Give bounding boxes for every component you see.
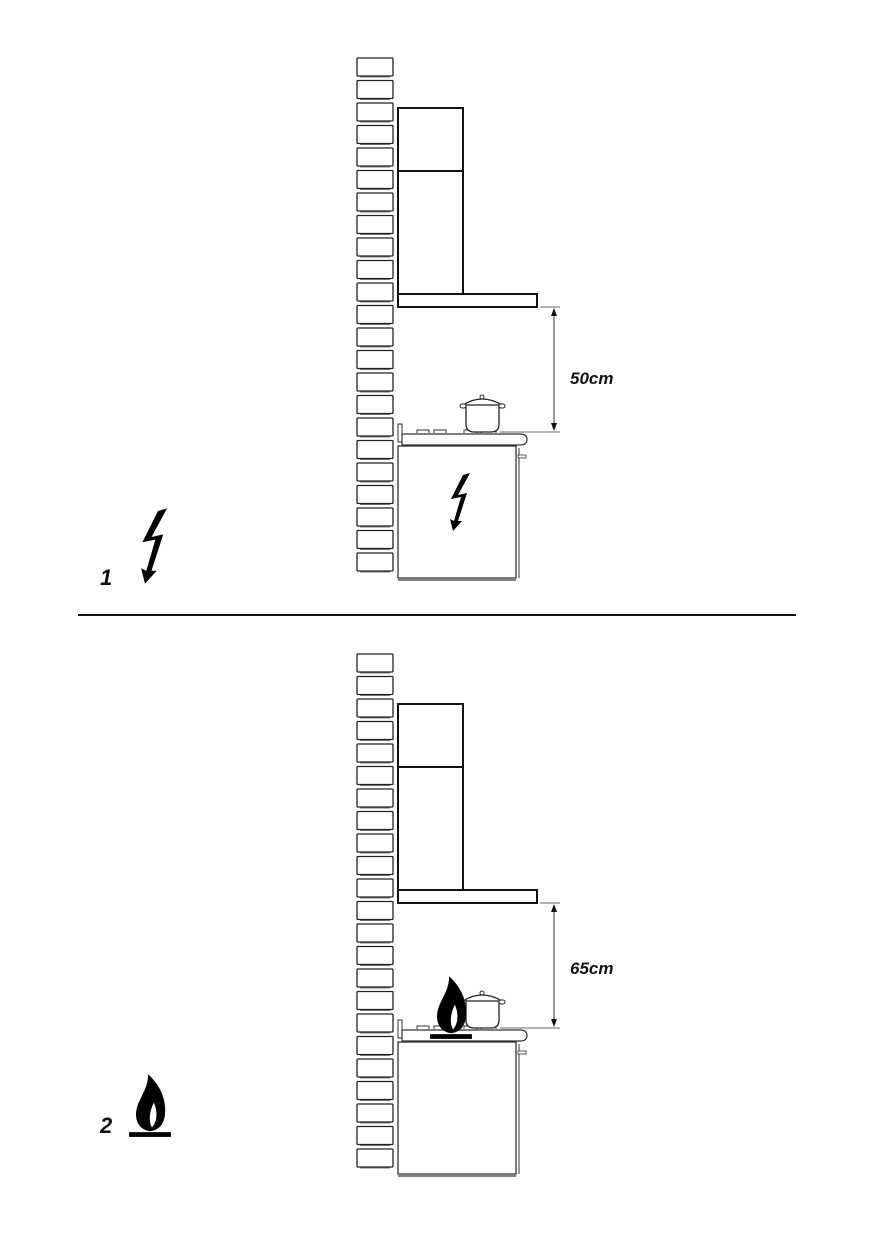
brick bbox=[356, 259, 394, 280]
burner-base bbox=[129, 1132, 171, 1137]
pot-knob bbox=[479, 394, 485, 400]
brick bbox=[356, 394, 394, 415]
brick bbox=[356, 484, 394, 505]
hood-chimney bbox=[397, 107, 464, 296]
brick bbox=[356, 192, 394, 212]
cooktop bbox=[401, 433, 528, 446]
brick bbox=[356, 304, 394, 325]
brick bbox=[356, 282, 394, 302]
brick bbox=[356, 349, 394, 370]
brick bbox=[356, 675, 394, 696]
burners bbox=[416, 429, 497, 433]
panel-number: 2 bbox=[99, 1113, 113, 1138]
pot-body bbox=[465, 1001, 500, 1029]
brick bbox=[356, 417, 394, 437]
oven-knob bbox=[517, 1050, 527, 1055]
arrow-up-icon bbox=[551, 904, 557, 912]
oven-body bbox=[397, 1041, 517, 1175]
flame-shape bbox=[437, 976, 467, 1034]
brick bbox=[356, 147, 394, 167]
brick bbox=[356, 990, 394, 1011]
brick bbox=[356, 327, 394, 347]
brick-wall bbox=[356, 653, 394, 1169]
pot-handle bbox=[459, 403, 467, 409]
brick bbox=[356, 372, 394, 392]
lightning-bolt-icon bbox=[141, 508, 168, 584]
brick bbox=[356, 1058, 394, 1078]
cooker bbox=[397, 1019, 528, 1177]
brick bbox=[356, 653, 394, 673]
brick bbox=[356, 900, 394, 921]
pot-handle bbox=[498, 999, 506, 1005]
cooker-hood bbox=[397, 703, 538, 904]
brick-wall bbox=[356, 57, 394, 573]
panel-number: 1 bbox=[100, 565, 112, 590]
distance-dimension bbox=[500, 902, 560, 1029]
panel-electric: 1 50cm bbox=[100, 57, 613, 590]
brick bbox=[356, 552, 394, 572]
flame-shape bbox=[136, 1074, 166, 1132]
brick bbox=[356, 720, 394, 741]
brick bbox=[356, 1080, 394, 1101]
arrow-down-icon bbox=[551, 423, 557, 431]
brick bbox=[356, 1013, 394, 1033]
brick bbox=[356, 529, 394, 550]
brick bbox=[356, 810, 394, 831]
brick bbox=[356, 169, 394, 190]
distance-dimension bbox=[500, 306, 560, 433]
distance-label: 65cm bbox=[570, 959, 613, 978]
brick bbox=[356, 743, 394, 763]
brick bbox=[356, 1103, 394, 1123]
pot-handle bbox=[498, 403, 506, 409]
burner-base bbox=[430, 1034, 472, 1039]
gas-flame-icon bbox=[430, 976, 472, 1039]
hood-canopy bbox=[397, 293, 538, 308]
backsplash bbox=[397, 1019, 403, 1039]
cooker bbox=[397, 423, 528, 581]
pot-knob bbox=[479, 990, 485, 996]
brick bbox=[356, 237, 394, 257]
brick bbox=[356, 124, 394, 145]
pot-lid bbox=[460, 994, 505, 1002]
brick bbox=[356, 698, 394, 718]
brick bbox=[356, 855, 394, 876]
gas-flame-icon bbox=[129, 1074, 171, 1137]
brick bbox=[356, 102, 394, 122]
brick bbox=[356, 968, 394, 988]
hood-canopy bbox=[397, 889, 538, 904]
brick bbox=[356, 1148, 394, 1168]
brick bbox=[356, 79, 394, 100]
distance-label: 50cm bbox=[570, 369, 613, 388]
arrow-down-icon bbox=[551, 1019, 557, 1027]
pot-lid bbox=[460, 398, 505, 406]
brick bbox=[356, 1125, 394, 1146]
brick bbox=[356, 945, 394, 966]
hood-chimney bbox=[397, 703, 464, 892]
brick bbox=[356, 788, 394, 808]
oven-knob bbox=[517, 454, 527, 459]
brick bbox=[356, 1035, 394, 1056]
lightning-bolt-icon bbox=[450, 473, 470, 531]
brick bbox=[356, 507, 394, 527]
pot-icon bbox=[459, 394, 506, 433]
brick bbox=[356, 57, 394, 77]
pot-icon bbox=[459, 990, 506, 1029]
brick bbox=[356, 833, 394, 853]
cooker-hood bbox=[397, 107, 538, 308]
pot-body bbox=[465, 405, 500, 433]
brick bbox=[356, 878, 394, 898]
panel-gas: 2 65cm bbox=[99, 653, 613, 1177]
arrow-up-icon bbox=[551, 308, 557, 316]
backsplash bbox=[397, 423, 403, 443]
brick bbox=[356, 439, 394, 460]
brick bbox=[356, 765, 394, 786]
brick bbox=[356, 462, 394, 482]
brick bbox=[356, 923, 394, 943]
brick bbox=[356, 214, 394, 235]
